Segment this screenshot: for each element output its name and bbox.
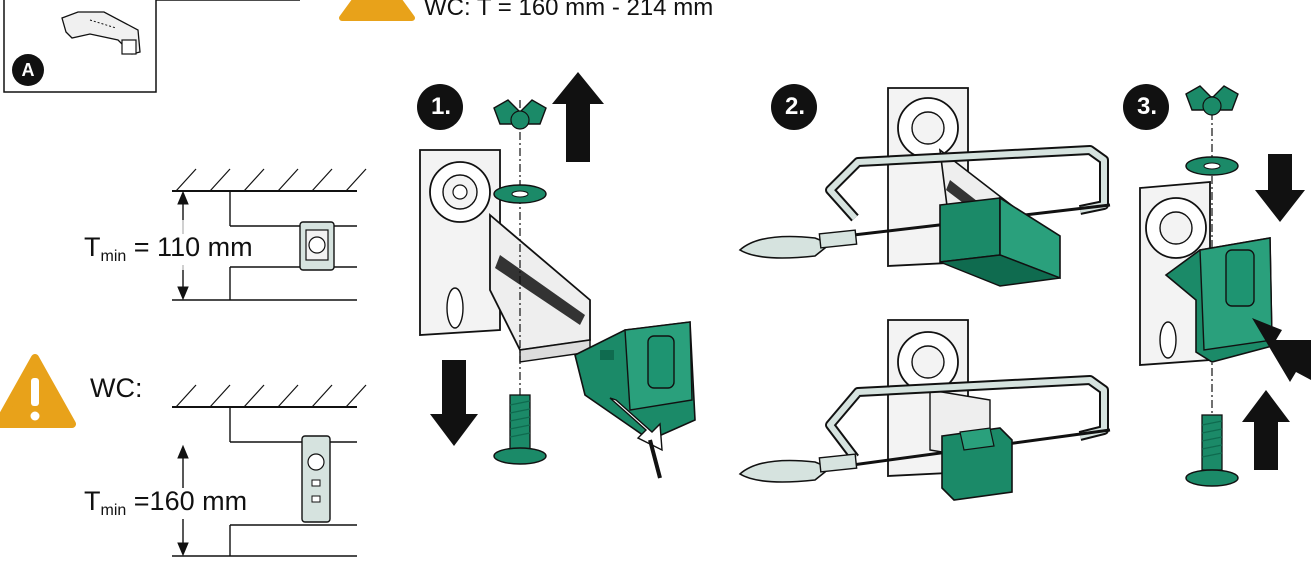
arrow-right-icon [609,397,663,452]
warning-icon [0,354,76,428]
tmin-bottom-value: =160 mm [126,486,248,516]
clip-part [574,321,696,441]
wc-label: WC: [90,373,143,403]
part-label-a: A [12,54,44,86]
wing-nut-icon [1185,85,1239,116]
warning-icon [339,0,415,21]
arrow-right-icon [1252,318,1311,382]
clip-icon-top [299,221,335,271]
arrow-up-icon [552,72,604,162]
part-a-icon [61,11,141,55]
part-label-a-text: A [21,59,35,80]
step-badge-3: 3. [1123,84,1169,130]
clip-part [939,196,1061,287]
step-badge-1: 1. [417,84,463,130]
clip-part [941,427,1013,501]
tmin-bottom-label: Tmin =160 mm [82,486,250,519]
clip-icon-bottom [301,435,331,523]
tmin-symbol: T [84,232,101,262]
bolt-icon [1185,414,1239,487]
step-2-top-illustration [738,87,1111,287]
arrow-up-icon [1242,390,1290,470]
tmin-top-value: = 110 mm [126,232,253,262]
tmin-subscript: min [100,502,127,519]
tmin-symbol: T [84,486,101,516]
clip-part [1164,237,1273,363]
wing-nut-icon [493,99,547,130]
tmin-subscript: min [100,248,127,265]
tmin-top-label: Tmin = 110 mm [82,234,255,265]
dimension-top [172,168,367,301]
arrow-down-icon [430,360,478,446]
header-warning-text: WC: T = 160 mm - 214 mm [424,0,714,21]
washer-icon [1185,156,1239,176]
step-badge-2: 2. [771,84,817,130]
hacksaw-icon [738,145,1111,259]
arrow-down-icon [1255,154,1305,222]
washer-icon [493,184,547,204]
part-box [3,0,300,93]
step-3-illustration [1139,85,1311,487]
bolt-icon [493,394,547,465]
dimension-bottom [172,384,367,557]
step-2-bottom-illustration [738,319,1111,501]
step-1-illustration [419,72,696,479]
